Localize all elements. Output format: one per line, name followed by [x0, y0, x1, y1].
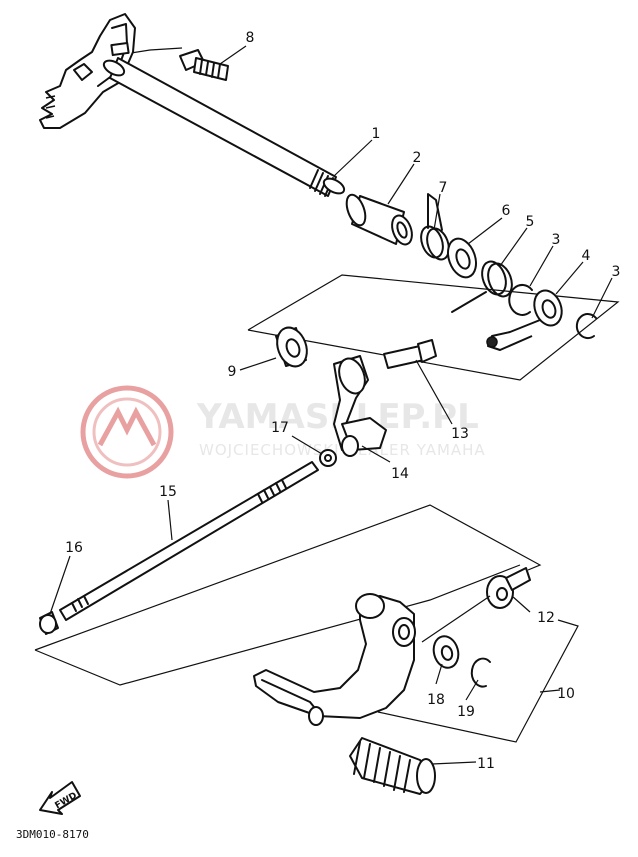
callout-3b: 3 [612, 264, 621, 280]
callout-8: 8 [246, 30, 255, 46]
callout-14: 14 [391, 466, 409, 482]
bolt-8 [179, 49, 229, 81]
nut-17 [319, 449, 337, 467]
washer-6 [446, 237, 478, 279]
callout-7: 7 [439, 180, 448, 196]
fwd-arrow-icon: FWD [39, 781, 81, 815]
callout-5: 5 [526, 214, 535, 230]
assembly-outlines [34, 40, 620, 686]
shift-arm-13-14 [333, 355, 387, 457]
stopper-lever-4 [486, 289, 563, 351]
leader-lines [49, 45, 613, 765]
washer-18 [432, 635, 460, 669]
callout-12: 12 [537, 610, 555, 626]
shift-pedal-10 [253, 593, 416, 726]
shift-lever-set-outline [247, 274, 620, 381]
callout-13: 13 [451, 426, 469, 442]
pedal-rubber-11 [349, 737, 436, 795]
shift-shaft-arm [39, 13, 136, 129]
rod-end-12 [486, 567, 531, 609]
callout-15: 15 [159, 484, 177, 500]
shift-rod-15 [59, 461, 319, 621]
callout-9: 9 [228, 364, 237, 380]
circlip-3b [575, 313, 597, 339]
nut-16 [39, 611, 59, 635]
callout-18: 18 [427, 692, 445, 708]
callout-11: 11 [477, 756, 495, 772]
callout-16: 16 [65, 540, 83, 556]
collar-2 [345, 193, 413, 246]
drawing-code: 3DM010-8170 [16, 828, 89, 841]
shift-shaft [39, 13, 346, 197]
shift-rod-outline [34, 504, 542, 651]
callout-labels: 1 2 7 6 5 3 4 3 8 9 13 14 17 15 16 12 10… [65, 30, 620, 772]
callout-19: 19 [457, 704, 475, 720]
callout-17: 17 [271, 420, 289, 436]
callout-3a: 3 [552, 232, 561, 248]
circlip-3a [508, 283, 533, 316]
callout-1: 1 [372, 126, 381, 142]
shift-shaft-splines [309, 169, 346, 197]
spring-5 [451, 260, 513, 313]
callout-2: 2 [413, 150, 422, 166]
bearing-9 [275, 326, 308, 368]
callout-10: 10 [557, 686, 575, 702]
callout-4: 4 [582, 248, 591, 264]
bolt-13 [383, 339, 437, 369]
circlip-19 [470, 657, 491, 688]
callout-6: 6 [502, 203, 511, 219]
watermark-logo [80, 385, 174, 479]
return-spring-7 [420, 193, 450, 261]
